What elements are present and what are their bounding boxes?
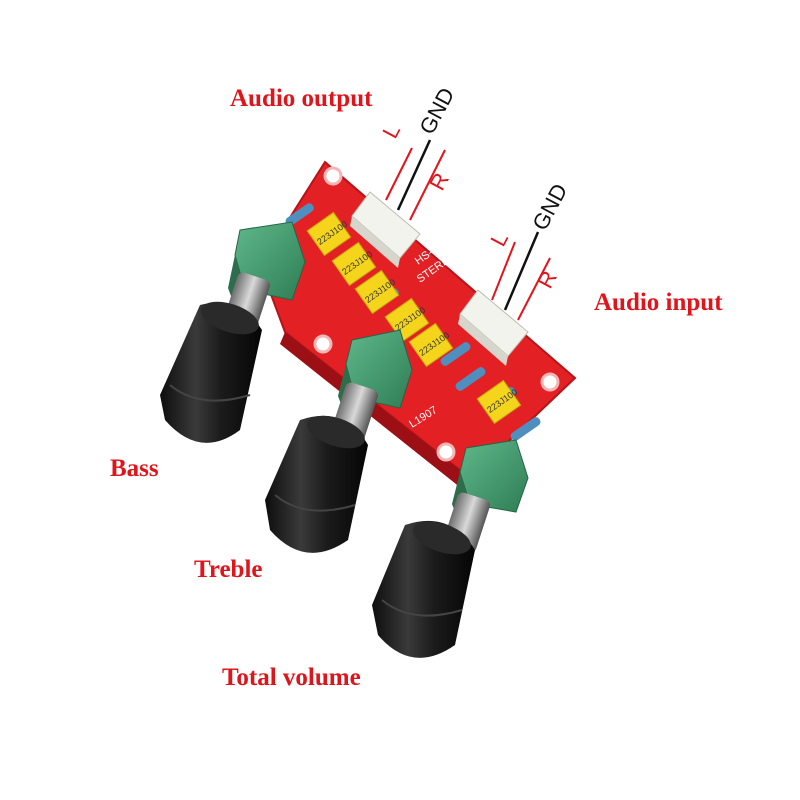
mounting-hole: [436, 442, 456, 462]
input-right-wire-label: R: [532, 267, 562, 293]
output-ground-wire-label: GND: [414, 83, 459, 138]
output-left-wire-label: L: [377, 120, 405, 143]
bass-label: Bass: [110, 455, 159, 482]
bass-potentiometer: [223, 221, 306, 333]
output-wires: L GND R: [377, 83, 459, 221]
mounting-hole: [313, 334, 333, 354]
audio-output-label: Audio output: [230, 85, 373, 112]
total-volume-label: Total volume: [222, 664, 361, 691]
input-wires: L GND R: [485, 179, 572, 321]
treble-label: Treble: [194, 556, 263, 583]
audio-input-label: Audio input: [594, 289, 723, 316]
output-connector: [350, 191, 421, 268]
mounting-hole: [540, 372, 560, 392]
treble-knob[interactable]: [265, 409, 369, 553]
mounting-hole: [323, 166, 343, 186]
input-connector: [458, 289, 529, 366]
bass-knob[interactable]: [160, 295, 263, 443]
input-ground-wire-label: GND: [527, 179, 572, 234]
input-left-wire-label: L: [485, 228, 513, 251]
output-right-wire-label: R: [424, 169, 454, 195]
volume-knob[interactable]: [372, 515, 475, 658]
